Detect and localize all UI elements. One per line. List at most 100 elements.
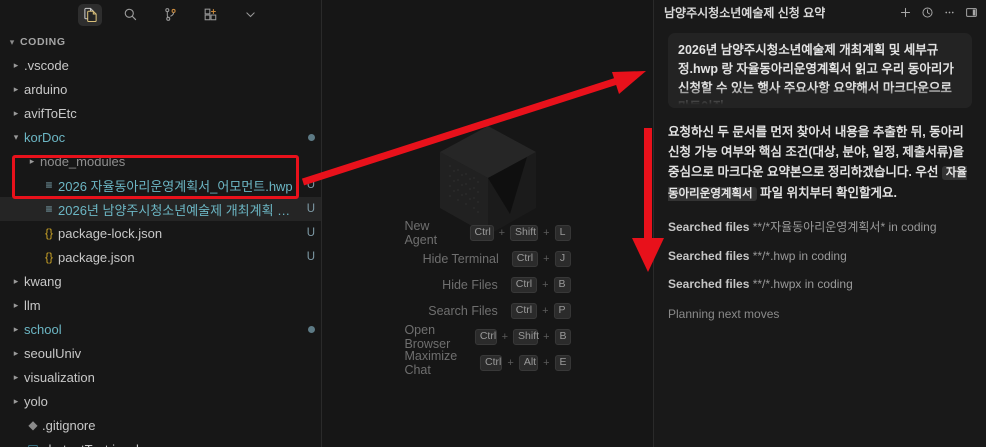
source-control-icon[interactable] <box>158 4 182 26</box>
file-tree-row-label: yolo <box>24 393 48 409</box>
chevron-right-icon: ▸ <box>13 323 19 334</box>
chevron-down-icon[interactable] <box>238 4 262 26</box>
shortcut-plus: + <box>498 227 506 239</box>
activity-toolbar <box>0 0 321 29</box>
explorer-root-label: CODING <box>20 36 66 48</box>
user-message-bubble: 2026년 남양주시청소년예술제 개최계획 및 세부규정.hwp 랑 자율동아리… <box>668 33 972 108</box>
shortcut-key: Shift <box>510 224 539 242</box>
file-tree-row[interactable]: ▸ kwang <box>0 269 321 293</box>
hwp-file-icon: ≡ <box>45 202 53 216</box>
explorer-section-header[interactable]: ▾ CODING <box>0 32 321 52</box>
chevron-right-icon: ▸ <box>13 395 19 406</box>
file-tree-row[interactable]: ▸school <box>0 317 321 341</box>
more-options-icon[interactable] <box>943 6 956 19</box>
shortcut-key: P <box>553 302 571 320</box>
shortcut-label: Hide Files <box>442 278 498 292</box>
file-tree-row[interactable]: ▸ visualization <box>0 365 321 389</box>
assistant-message: 요청하신 두 문서를 먼저 찾아서 내용을 추출한 뒤, 동아리 신청 가능 여… <box>668 122 972 204</box>
file-tree-row[interactable]: ▸node_modules <box>0 149 321 173</box>
shortcut-label: Hide Terminal <box>422 252 499 266</box>
toggle-panel-icon[interactable] <box>965 6 978 19</box>
chevron-down-icon: ▾ <box>9 36 15 47</box>
file-tree-row-label: avifToEtc <box>24 105 77 121</box>
status-planning: Planning next moves <box>668 307 972 321</box>
file-tree-row[interactable]: ≡2026년 남양주시청소년예술제 개최계획 및 세...U <box>0 197 321 221</box>
tool-call-detail: **/*자율동아리운영계획서* in coding <box>752 220 937 234</box>
chevron-right-icon: ▸ <box>13 83 19 94</box>
status-text: Planning next moves <box>668 307 780 321</box>
file-tree-row[interactable]: ▾korDoc <box>0 125 321 149</box>
shortcut-plus: + <box>542 279 549 291</box>
ipynb-file-icon: ▤ <box>24 442 42 447</box>
shortcut-key: Alt <box>518 354 539 372</box>
tool-call-line[interactable]: Searched files **/*자율동아리운영계획서* in coding <box>668 218 972 235</box>
shortcut-key: Ctrl <box>511 250 539 268</box>
history-icon[interactable] <box>921 6 934 19</box>
tool-call-verb: Searched files <box>668 277 750 291</box>
chat-body: 2026년 남양주시청소년예술제 개최계획 및 세부규정.hwp 랑 자율동아리… <box>654 33 986 321</box>
shortcut-key: Ctrl <box>474 328 497 346</box>
file-tree-row[interactable]: ▤chatgptTest.ipynb <box>0 437 321 447</box>
chat-title: 남양주시청소년예술제 신청 요약 <box>664 6 826 20</box>
file-tree-row[interactable]: ▸seoulUniv <box>0 341 321 365</box>
chevron-right-icon: ▸ <box>13 371 19 382</box>
extensions-icon[interactable] <box>198 4 222 26</box>
assistant-text-part1: 요청하신 두 문서를 먼저 찾아서 내용을 추출한 뒤, 동아리 신청 가능 여… <box>668 125 965 179</box>
file-tree-row[interactable]: ▸ arduino <box>0 77 321 101</box>
shortcut-key: Ctrl <box>480 354 503 372</box>
shortcut-key: Ctrl <box>510 302 538 320</box>
json-file-icon: {} <box>44 226 53 240</box>
tool-call-verb: Searched files <box>668 220 750 234</box>
shortcut-key: B <box>554 328 571 346</box>
chevron-down-icon: ▾ <box>13 131 19 142</box>
file-tree-row-label: 2026 자율동아리운영계획서_어모먼트.hwp <box>58 178 293 194</box>
chevron-right-icon: ▸ <box>13 59 19 70</box>
tool-call-line[interactable]: Searched files **/*.hwp in coding <box>668 249 972 263</box>
chat-header-actions <box>899 6 978 19</box>
file-tree-row-label: visualization <box>24 369 95 385</box>
shortcut-label: Search Files <box>428 304 498 318</box>
file-tree-row-label: arduino <box>24 81 68 97</box>
shortcut-key: J <box>554 250 571 268</box>
modified-indicator-dot <box>308 133 315 141</box>
new-chat-icon[interactable] <box>899 6 912 19</box>
json-file-icon: {} <box>44 250 53 264</box>
chevron-right-icon: ▸ <box>13 107 19 118</box>
file-tree-row[interactable]: ▸ .vscode <box>0 53 321 77</box>
shortcut-plus: + <box>543 357 550 369</box>
file-tree-row-label: kwang <box>24 273 62 289</box>
git-status-badge: U <box>306 179 315 191</box>
file-tree-row[interactable]: ▸ yolo <box>0 389 321 413</box>
shortcut-plus: + <box>542 305 549 317</box>
modified-indicator-dot <box>308 325 315 333</box>
tool-call-verb: Searched files <box>668 249 750 263</box>
shortcut-key: Ctrl <box>510 276 538 294</box>
search-icon[interactable] <box>118 4 142 26</box>
chat-panel: 남양주시청소년예술제 신청 요약 <box>653 0 986 447</box>
chevron-right-icon: ▸ <box>13 275 19 286</box>
git-status-badge: U <box>306 227 315 239</box>
file-tree-row-label: 2026년 남양주시청소년예술제 개최계획 및 세... <box>58 202 301 218</box>
file-tree-row[interactable]: ▸llm <box>0 293 321 317</box>
file-tree: ▸ .vscode ▸ arduino ▸ avifToEtc ▾korDoc▸node_m… <box>0 52 321 447</box>
tool-call-line[interactable]: Searched files **/*.hwpx in coding <box>668 277 972 291</box>
shortcut-plus: + <box>543 331 550 343</box>
shortcut-key: B <box>553 276 571 294</box>
tool-call-list: Searched files **/*자율동아리운영계획서* in coding… <box>668 218 972 291</box>
files-icon[interactable] <box>78 3 102 26</box>
file-tree-row-label: seoulUniv <box>24 345 82 361</box>
file-tree-row-label: .vscode <box>24 57 69 73</box>
chat-header: 남양주시청소년예술제 신청 요약 <box>654 0 986 25</box>
file-tree-row-label: .gitignore <box>42 417 96 433</box>
chevron-right-icon: ▸ <box>13 299 19 310</box>
file-tree-row[interactable]: ◆.gitignore <box>0 413 321 437</box>
file-tree-row[interactable]: ▸ avifToEtc <box>0 101 321 125</box>
shortcut-label: New Agent <box>404 219 438 247</box>
